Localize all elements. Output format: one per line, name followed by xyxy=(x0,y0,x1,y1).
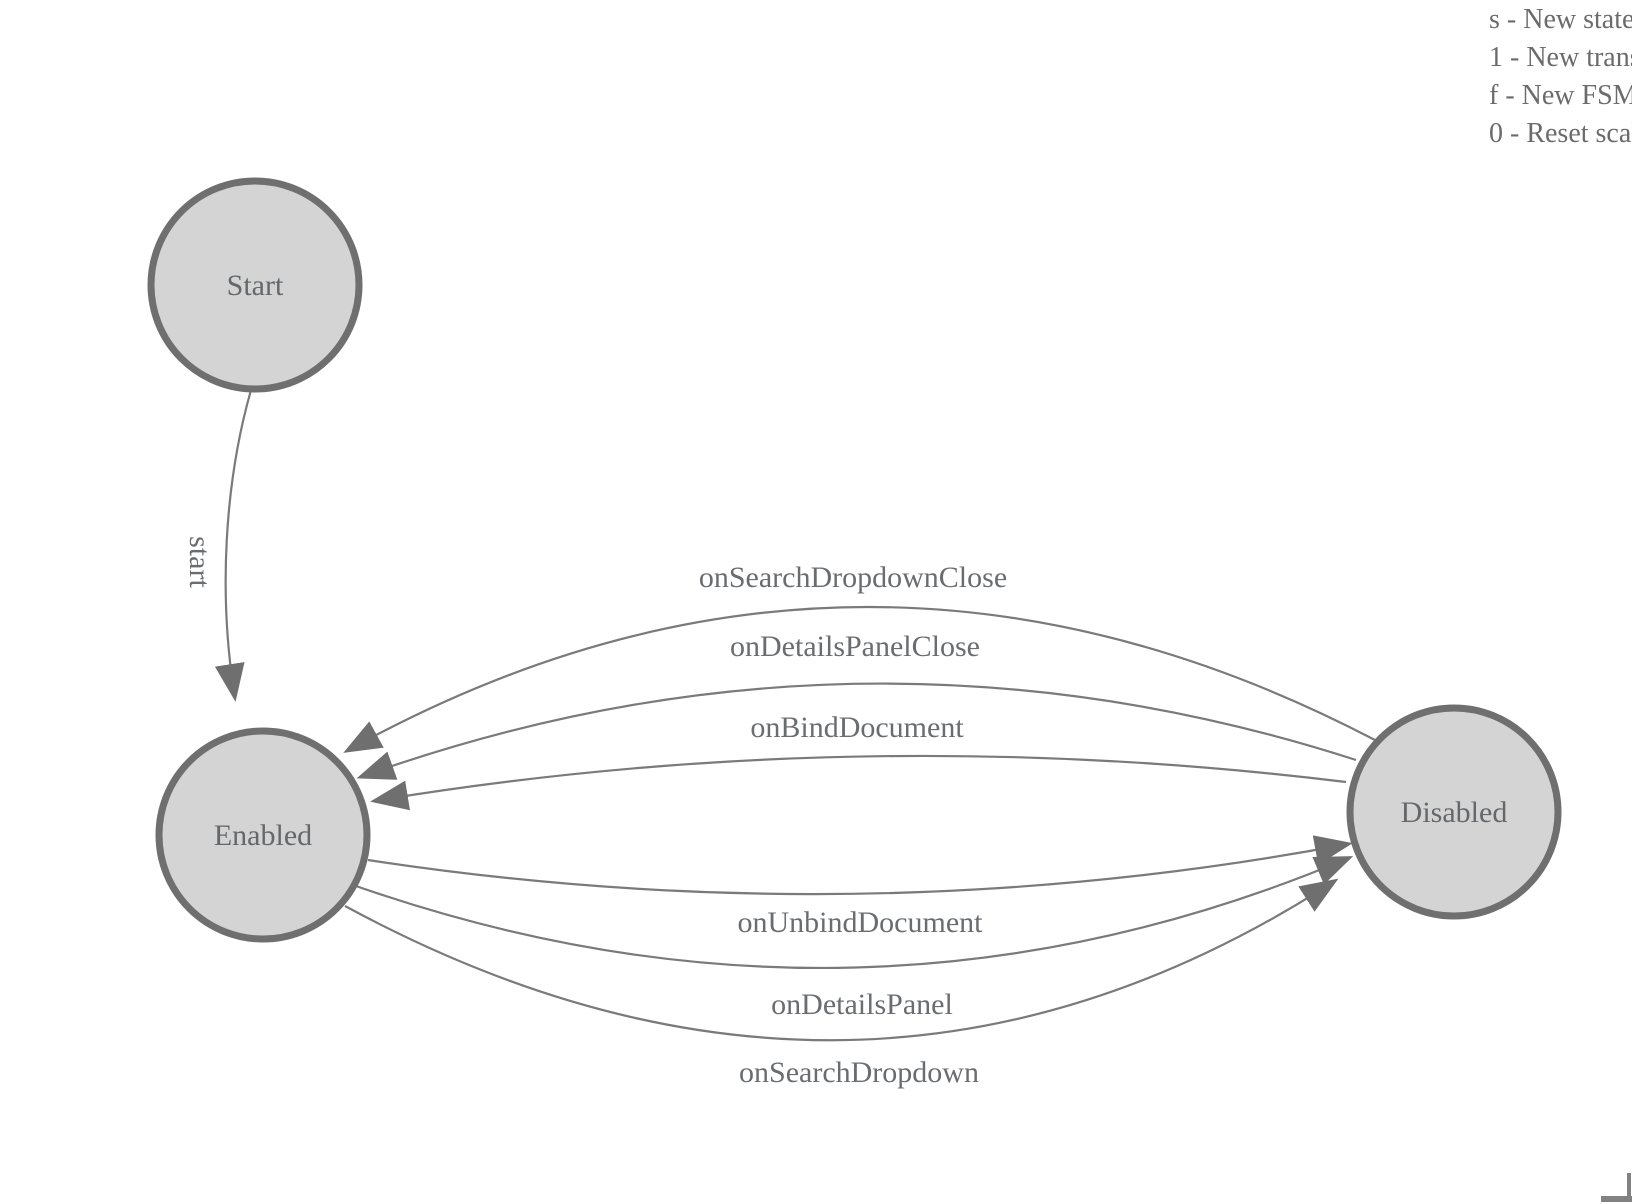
edge-on-bind-document[interactable] xyxy=(370,754,1347,811)
transition-label-on-search-dropdown-close: onSearchDropdownClose xyxy=(698,561,1008,594)
edge-on-unbind-document[interactable] xyxy=(367,835,1353,896)
transition-label-on-bind-document: onBindDocument xyxy=(750,711,964,744)
transition-label-on-details-panel: onDetailsPanel xyxy=(771,988,953,1021)
edge-on-details-panel[interactable] xyxy=(355,856,1354,970)
state-label-enabled: Enabled xyxy=(213,819,313,852)
edge-on-search-dropdown-close[interactable] xyxy=(343,605,1376,753)
legend: s - New state 1 - New transition f - New… xyxy=(1489,1,1632,153)
legend-item-new-transition: 1 - New transition xyxy=(1489,42,1632,73)
transition-label-on-details-panel-close: onDetailsPanelClose xyxy=(730,630,980,663)
canvas-border-corner-vertical xyxy=(1627,1173,1631,1199)
state-node-start[interactable] xyxy=(147,177,363,393)
legend-item-reset-scale: 0 - Reset scale xyxy=(1489,118,1632,149)
legend-item-new-state: s - New state xyxy=(1489,4,1632,35)
state-node-disabled[interactable] xyxy=(1346,704,1562,920)
edge-start[interactable] xyxy=(214,389,253,702)
state-label-disabled: Disabled xyxy=(1400,796,1508,829)
state-label-start: Start xyxy=(226,269,284,302)
transition-label-on-search-dropdown: onSearchDropdown xyxy=(739,1056,979,1089)
state-node-enabled[interactable] xyxy=(155,727,371,943)
edge-on-details-panel-close[interactable] xyxy=(356,682,1357,780)
transition-label-on-unbind-document: onUnbindDocument xyxy=(737,906,983,939)
transition-label-start: start xyxy=(183,536,216,588)
canvas-border-corner-horizontal xyxy=(1601,1196,1632,1202)
legend-item-new-fsm: f - New FSM xyxy=(1489,80,1632,111)
edge-on-search-dropdown[interactable] xyxy=(344,878,1339,1042)
